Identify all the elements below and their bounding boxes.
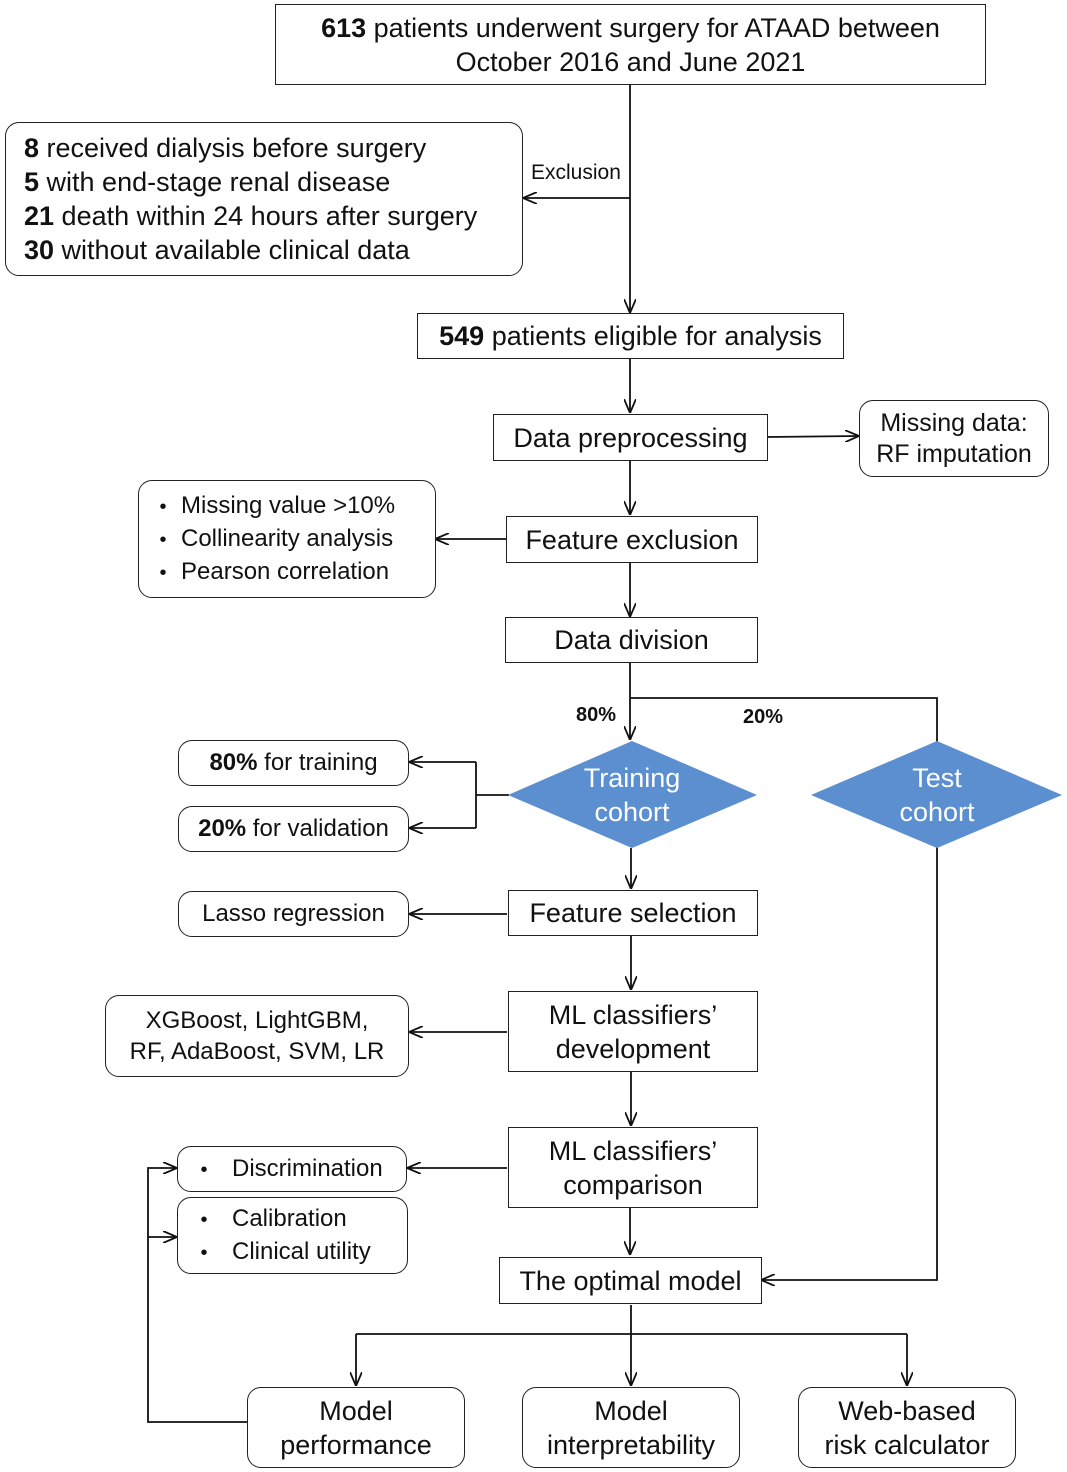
data-preprocessing-box: Data preprocessing — [493, 414, 768, 461]
bullet-icon: • — [159, 528, 167, 551]
optimal-model-box: The optimal model — [499, 1257, 762, 1304]
feature-exclusion-box: Feature exclusion — [506, 516, 758, 563]
missing-data-line1: Missing data: — [880, 408, 1028, 437]
bullet-icon: • — [200, 1208, 208, 1231]
data-division-box: Data division — [505, 617, 758, 663]
initial-cohort-text: patients underwent surgery for ATAAD bet… — [366, 12, 940, 43]
calibration-box: •Calibration •Clinical utility — [177, 1197, 408, 1274]
train-split-label: 80% — [576, 704, 617, 726]
risk-calculator-box: Web-based risk calculator — [798, 1387, 1016, 1468]
lasso-box: Lasso regression — [178, 891, 409, 937]
test-cohort-diamond — [811, 741, 1062, 848]
test-split-label: 20% — [743, 706, 784, 728]
exclusion-item: 30 without available clinical data — [24, 235, 410, 265]
eligible-patients-box: 549 patients eligible for analysis — [417, 313, 844, 359]
classifiers-box: XGBoost, LightGBM, RF, AdaBoost, SVM, LR — [105, 995, 409, 1077]
ml-comparison-box: ML classifiers’ comparison — [508, 1127, 758, 1208]
initial-cohort-box: 613 patients underwent surgery for ATAAD… — [275, 4, 986, 85]
feature-selection-box: Feature selection — [508, 890, 758, 936]
initial-cohort-period: October 2016 and June 2021 — [455, 46, 806, 77]
ml-development-box: ML classifiers’ development — [508, 991, 758, 1072]
exclusion-item: 5 with end-stage renal disease — [24, 167, 391, 197]
test-cohort-label: Test cohort — [899, 763, 975, 827]
exclusion-criteria-box: 8 received dialysis before surgery 5 wit… — [5, 122, 523, 276]
criteria-item: •Collinearity analysis — [145, 523, 393, 556]
exclusion-label: Exclusion — [531, 161, 621, 184]
exclusion-item: 8 received dialysis before surgery — [24, 133, 427, 163]
criteria-item: •Missing value >10% — [145, 490, 395, 523]
missing-data-box: Missing data: RF imputation — [859, 400, 1049, 477]
validation-split-box: 20% for validation — [178, 806, 409, 852]
eligible-text: patients eligible for analysis — [484, 321, 822, 351]
model-performance-box: Model performance — [247, 1387, 465, 1468]
feature-exclusion-criteria-box: •Missing value >10% •Collinearity analys… — [138, 480, 436, 598]
bullet-icon: • — [159, 495, 167, 518]
bullet-icon: • — [200, 1241, 208, 1264]
criteria-item: •Pearson correlation — [145, 556, 389, 589]
bullet-icon: • — [159, 561, 167, 584]
training-split-box: 80% for training — [178, 740, 409, 786]
bullet-icon: • — [200, 1158, 208, 1181]
training-cohort-diamond — [508, 741, 757, 848]
discrimination-box: •Discrimination — [177, 1146, 407, 1192]
eligible-count: 549 — [439, 321, 485, 351]
training-cohort-label: Training cohort — [583, 763, 681, 827]
initial-cohort-count: 613 — [321, 12, 367, 43]
exclusion-item: 21 death within 24 hours after surgery — [24, 201, 478, 231]
missing-data-line2: RF imputation — [876, 439, 1032, 468]
model-interpretability-box: Model interpretability — [522, 1387, 740, 1468]
